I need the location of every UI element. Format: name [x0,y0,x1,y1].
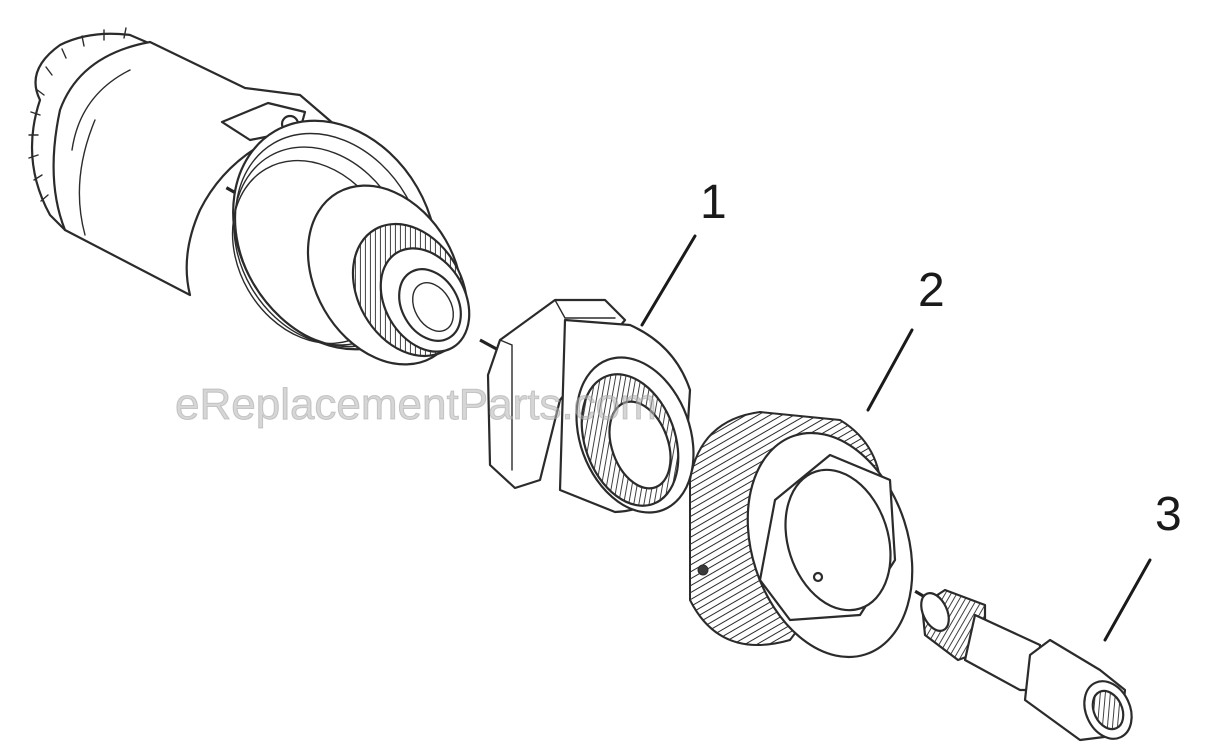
watermark-text: eReplacementParts.com [175,380,658,430]
leader-line-1 [640,234,697,327]
socket-internal-spline [1091,689,1125,731]
callout-3: 3 [1155,488,1182,541]
leader-line-3 [1103,558,1152,642]
leader-line-2 [866,328,914,412]
part-2-knurled-ring [689,410,914,659]
knurled-ring-inner-bore [784,468,892,612]
main-housing-assembly [28,27,471,366]
knurled-ring-set-screw [697,564,709,576]
knurled-ring-pin-hole [812,571,824,583]
housing-bore [398,268,462,342]
callout-2: 2 [918,264,945,317]
callout-1: 1 [700,176,727,229]
part-3-spline-shaft [920,588,1133,742]
bushing-bore [608,400,672,490]
part-1-flanged-bushing [486,298,695,514]
